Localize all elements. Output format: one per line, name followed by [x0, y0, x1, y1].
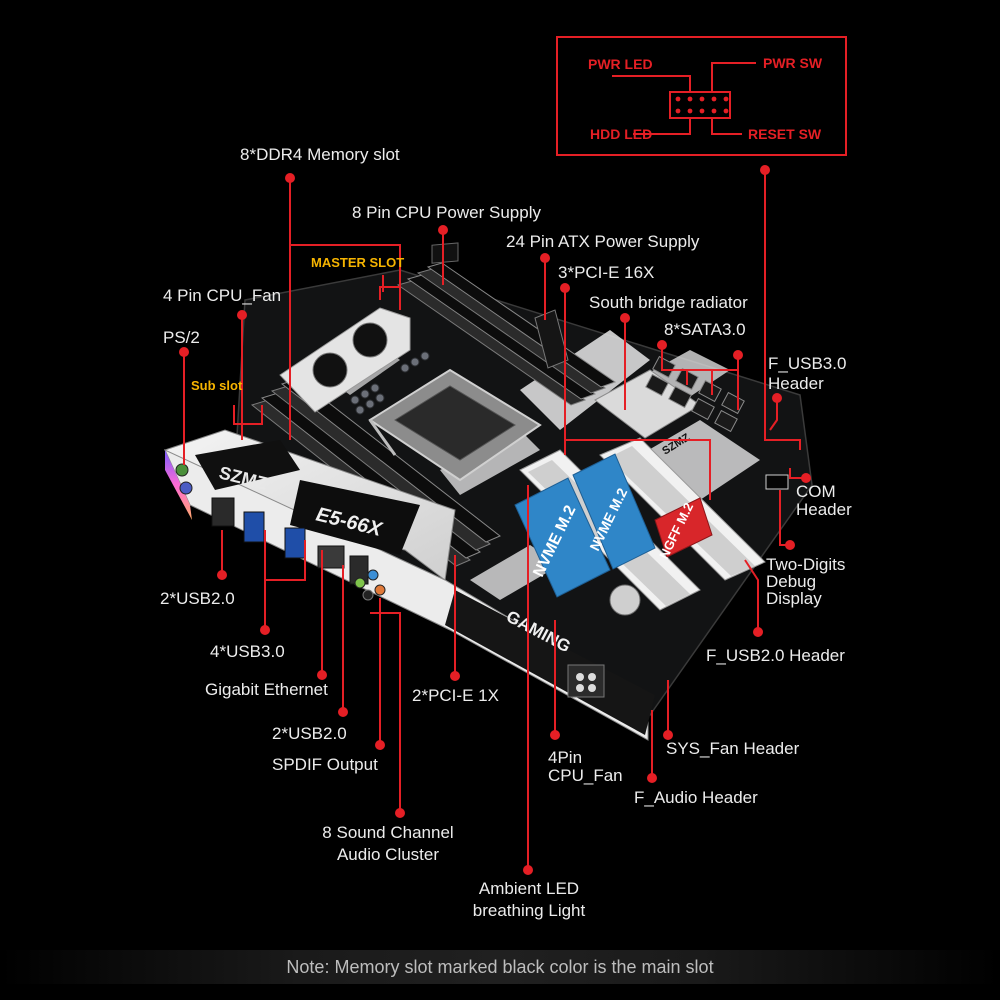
atx-power-label: 24 Pin ATX Power Supply	[506, 232, 700, 251]
nvme-m2-cover-1: NVME M.2	[514, 477, 611, 598]
f-usb30-label-2: Header	[768, 374, 824, 393]
sata-label: 8*SATA3.0	[664, 320, 746, 339]
pcie16-label: 3*PCI-E 16X	[558, 263, 655, 282]
ddr4-memory-label: 8*DDR4 Memory slot	[240, 145, 400, 164]
pwr-sw-label: PWR SW	[763, 55, 823, 71]
cpu-fan-4pin-label: 4 Pin CPU_Fan	[163, 286, 282, 305]
usb30-label: 4*USB3.0	[210, 642, 285, 661]
footer-note: Note: Memory slot marked black color is …	[0, 950, 1000, 984]
audio-cluster-label: 8 Sound Channel	[322, 823, 454, 842]
rear-io-ports	[175, 463, 386, 601]
f-audio-label: F_Audio Header	[634, 788, 758, 807]
com-header-label: COM	[796, 482, 836, 501]
sys-fan-label: SYS_Fan Header	[666, 739, 800, 758]
cpu-power-label: 8 Pin CPU Power Supply	[352, 203, 541, 222]
front-panel-header-box	[556, 36, 847, 156]
reset-sw-label: RESET SW	[748, 126, 822, 142]
pcie1-label: 2*PCI-E 1X	[412, 686, 499, 705]
south-bridge-label: South bridge radiator	[589, 293, 748, 312]
pwr-led-label: PWR LED	[588, 56, 653, 72]
debug-display-label-3: Display	[766, 589, 822, 608]
ambient-led-label: Ambient LED	[478, 879, 580, 898]
cpu-fan-bottom-label: 4Pin	[548, 748, 583, 767]
hdd-led-label: HDD LED	[590, 126, 653, 142]
usb20-left-label: 2*USB2.0	[160, 589, 235, 608]
nvme-m2-cover-2: NVME M.2	[572, 453, 656, 570]
audio-cluster-label-2: Audio Cluster	[336, 845, 440, 864]
ambient-led-label-2: breathing Light	[472, 901, 586, 920]
ps2-label: PS/2	[163, 328, 200, 347]
debug-display-label: Two-Digits	[766, 555, 846, 574]
spdif-label: SPDIF Output	[272, 755, 378, 774]
usb20-second-label: 2*USB2.0	[272, 724, 347, 743]
sub-slot-label: Sub slot	[191, 378, 243, 393]
cpu-fan-bottom-label-2: CPU_Fan	[548, 766, 623, 785]
com-header-label-2: Header	[796, 500, 852, 519]
f-usb20-label: F_USB2.0 Header	[706, 646, 845, 665]
master-slot-label: MASTER SLOT	[311, 255, 405, 270]
f-usb30-label: F_USB3.0	[768, 354, 847, 373]
debug-display-label-2: Debug	[766, 572, 817, 591]
cpu-socket	[368, 368, 542, 482]
gigabit-ethernet-label: Gigabit Ethernet	[205, 680, 328, 699]
